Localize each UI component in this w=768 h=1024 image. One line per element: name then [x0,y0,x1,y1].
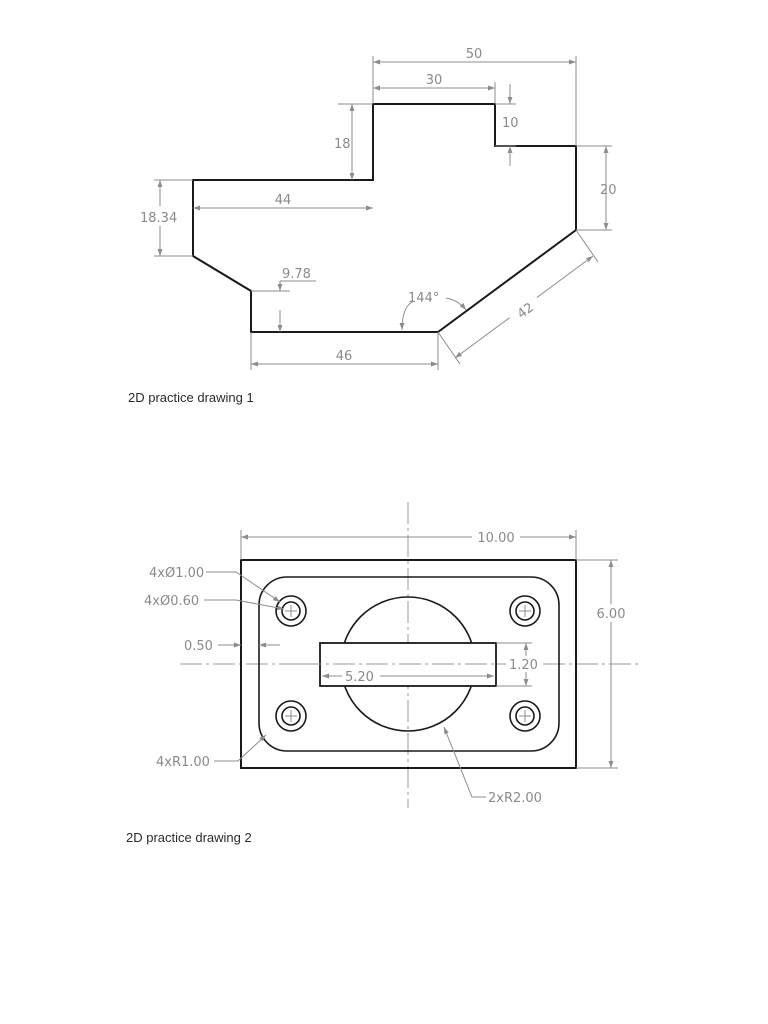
dim-text: 6.00 [597,607,626,622]
dim-text: 10.00 [477,531,514,546]
dim-text: 5.20 [345,670,374,685]
mounting-holes [275,595,541,732]
dim-right-height: 20 [576,145,617,231]
dim-text: 4xØ1.00 [149,566,204,581]
dim-step-height: 18 [334,103,373,180]
callout-corner-radius: 4xR1.00 [156,734,267,770]
dim-overall-height: 6.00 [576,559,630,769]
dim-offset: 0.50 [184,639,280,654]
callout-arc-radius: 2xR2.00 [443,726,542,806]
dim-slot-height: 1.20 [496,642,542,687]
dim-bottom-width: 46 [250,332,439,370]
dim-angle: 144° [399,291,467,331]
dim-text: 46 [336,349,353,364]
caption-drawing-1: 2D practice drawing 1 [128,390,254,405]
dim-text: 144° [408,291,439,306]
dim-slant-length: 42 [437,229,599,365]
dim-slot-width: 5.20 [322,667,494,685]
callout-hole-outer: 4xØ1.00 [149,566,281,603]
dim-text: 50 [466,47,483,62]
dim-left-width: 44 [193,193,373,211]
dim-text: 1.20 [509,658,538,673]
dim-text: 20 [600,183,617,198]
dim-left-height: 18.34 [140,179,193,257]
dim-text: 18 [334,137,351,152]
dim-overall-width-2: 10.00 [240,528,577,560]
drawing-2: 10.00 6.00 4xØ1.00 4xØ0.60 0.50 [144,502,640,808]
dim-text: 9.78 [282,267,311,282]
dim-text: 44 [275,193,292,208]
part-outline-1 [192,103,577,333]
dim-top-width: 30 [373,73,496,104]
dim-text: 4xØ0.60 [144,594,199,609]
dim-text: 0.50 [184,639,213,654]
dim-notch-depth: 10 [495,84,519,166]
dim-text: 4xR1.00 [156,755,210,770]
dim-text: 10 [502,116,519,131]
dim-text: 2xR2.00 [488,791,542,806]
outer-plate [240,559,577,769]
dim-text: 18.34 [140,211,177,226]
drawing-1: 50 30 10 18 20 [140,47,617,370]
caption-drawing-2: 2D practice drawing 2 [126,830,252,845]
callout-hole-inner: 4xØ0.60 [144,594,285,611]
dim-chamfer-height: 9.78 [251,267,316,332]
dim-text: 30 [426,73,443,88]
inner-rounded-plate [258,576,560,752]
dim-overall-width-1: 50 [372,47,577,146]
